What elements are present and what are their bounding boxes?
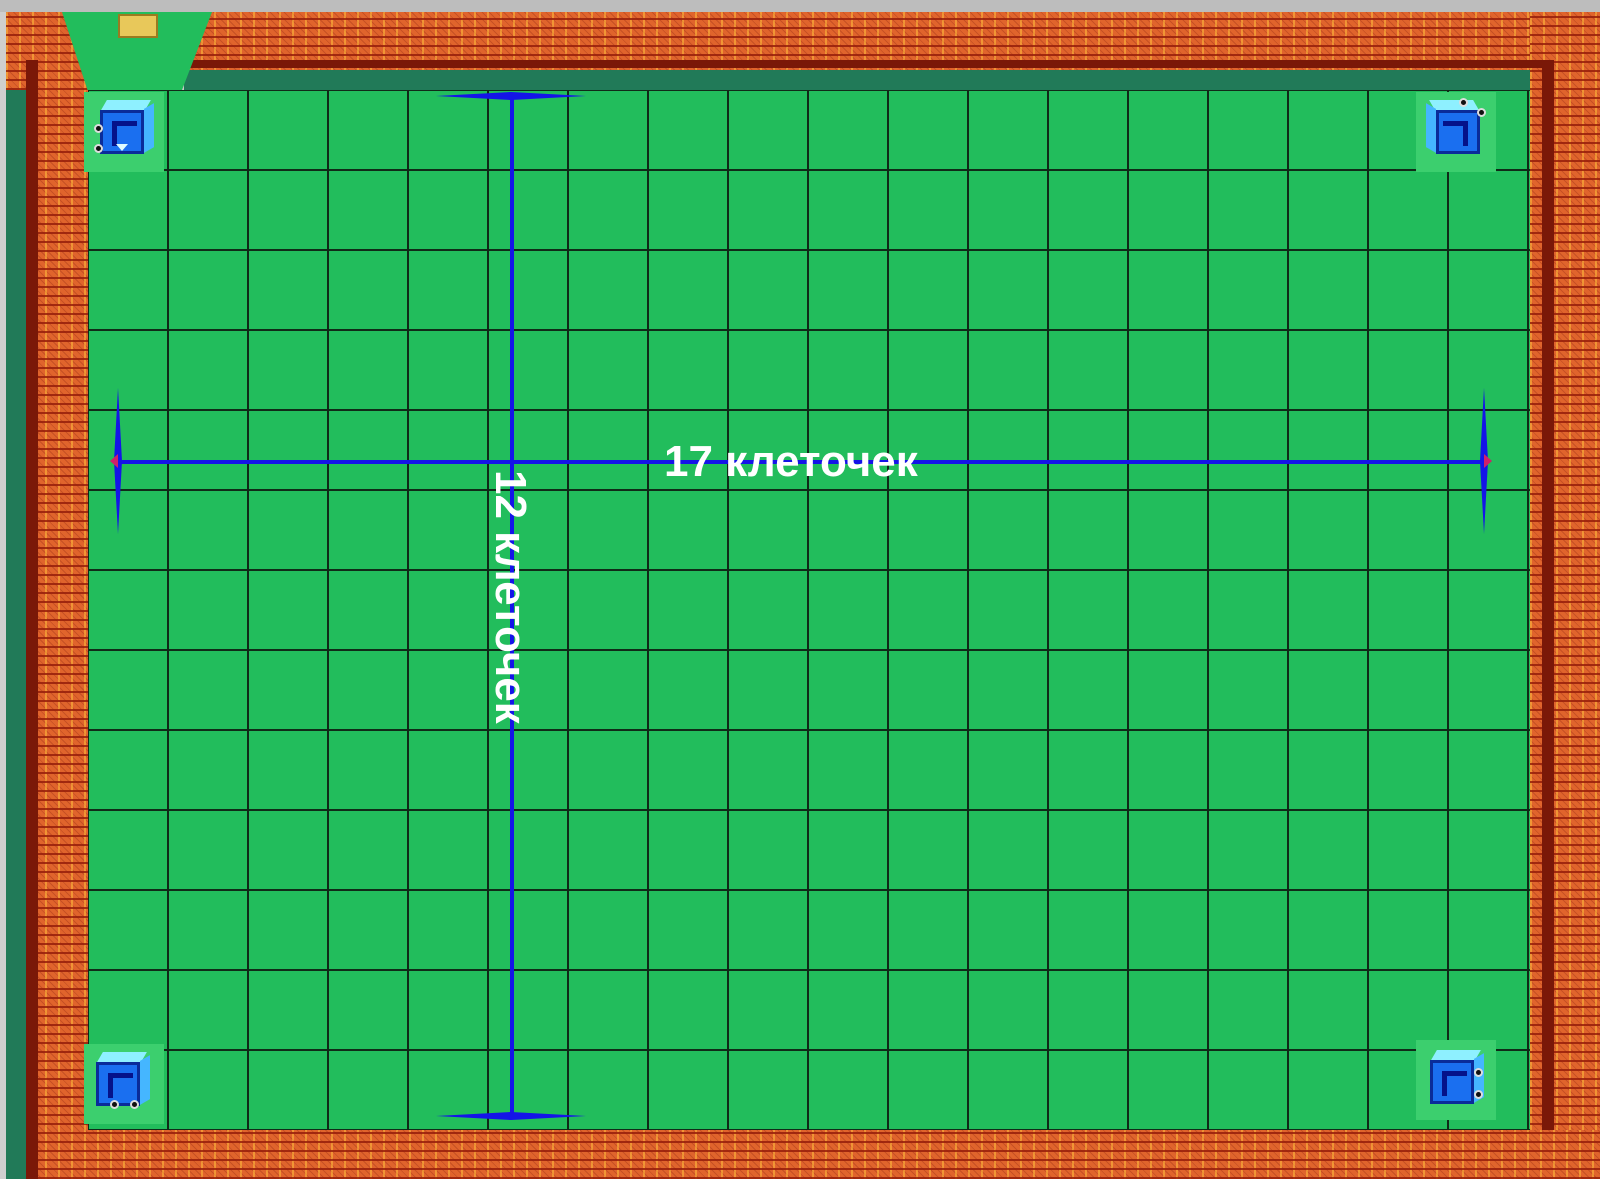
- inner-border-top: [184, 70, 1530, 90]
- robot-bottom-right[interactable]: [1416, 1040, 1496, 1120]
- treasure-chest-icon: [118, 14, 158, 38]
- height-arrow-top-icon: [436, 90, 586, 104]
- wall-shadow-right: [1542, 62, 1554, 1130]
- cube-robot-icon: [90, 1050, 154, 1112]
- width-label: 17 клеточек: [664, 440, 918, 484]
- inner-border-left: [6, 90, 26, 1179]
- robot-bottom-left[interactable]: [84, 1044, 164, 1124]
- playing-field: [88, 90, 1530, 1130]
- robot-top-left[interactable]: [84, 92, 164, 172]
- width-arrow-right-icon: [1478, 388, 1494, 534]
- cell-grid: [88, 90, 1530, 1130]
- wall-shadow-left: [26, 60, 38, 1179]
- window-top-edge: [0, 0, 1600, 12]
- height-arrow-bottom-icon: [436, 1110, 586, 1124]
- wall-bottom: [6, 1130, 1600, 1179]
- cube-robot-icon: [94, 98, 158, 160]
- width-arrow-left-icon: [108, 388, 124, 534]
- wall-shadow-top: [190, 60, 1554, 68]
- height-label: 12 клеточек: [488, 470, 532, 724]
- cube-robot-icon: [1424, 1048, 1488, 1110]
- wall-right: [1530, 12, 1600, 1179]
- cube-robot-icon: [1422, 98, 1486, 160]
- robot-top-right[interactable]: [1416, 92, 1496, 172]
